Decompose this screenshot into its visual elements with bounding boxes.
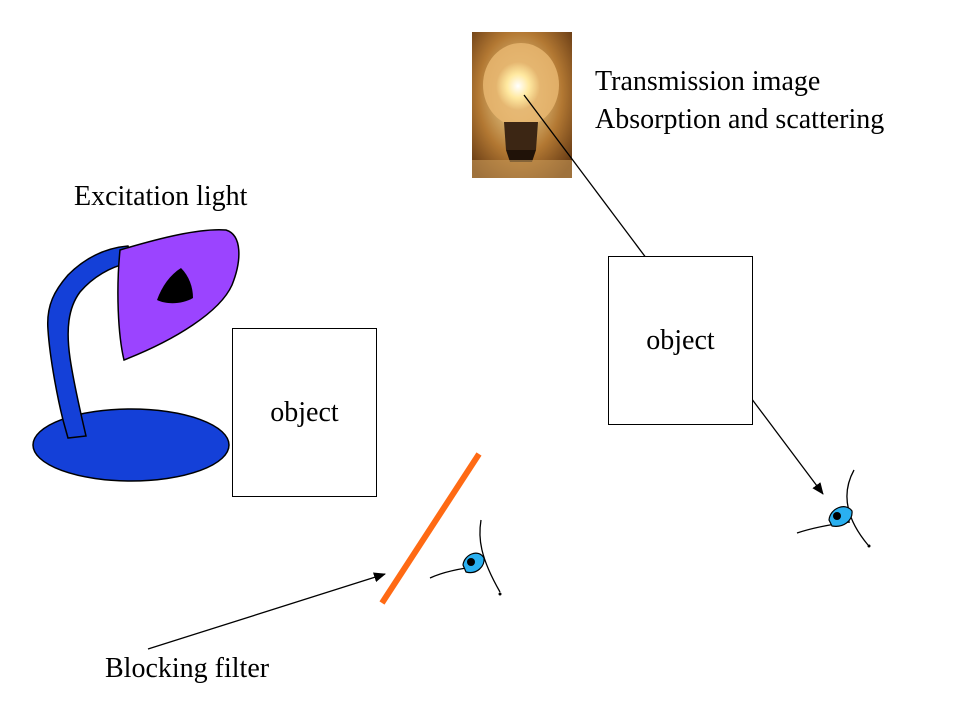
object-label-right: object bbox=[646, 324, 715, 356]
lamp-arm bbox=[47, 245, 134, 439]
light-bulb-photo bbox=[472, 32, 572, 178]
blocking-filter-label: Blocking filter bbox=[105, 653, 270, 684]
eye-icon bbox=[796, 469, 871, 548]
object-box-left: object bbox=[232, 328, 377, 497]
desk-lamp-icon bbox=[32, 228, 240, 482]
excitation-light-label: Excitation light bbox=[74, 181, 248, 212]
object-box-right: object bbox=[608, 256, 753, 425]
absorption-scattering-label: Absorption and scattering bbox=[595, 104, 885, 135]
eye-icon bbox=[429, 519, 502, 596]
object-label-left: object bbox=[270, 396, 339, 428]
transmission-image-label: Transmission image bbox=[595, 66, 821, 97]
blocking-filter-bar bbox=[379, 452, 482, 605]
lamp-bulb-opening bbox=[157, 268, 193, 304]
filter-pointer-arrow bbox=[147, 572, 386, 650]
